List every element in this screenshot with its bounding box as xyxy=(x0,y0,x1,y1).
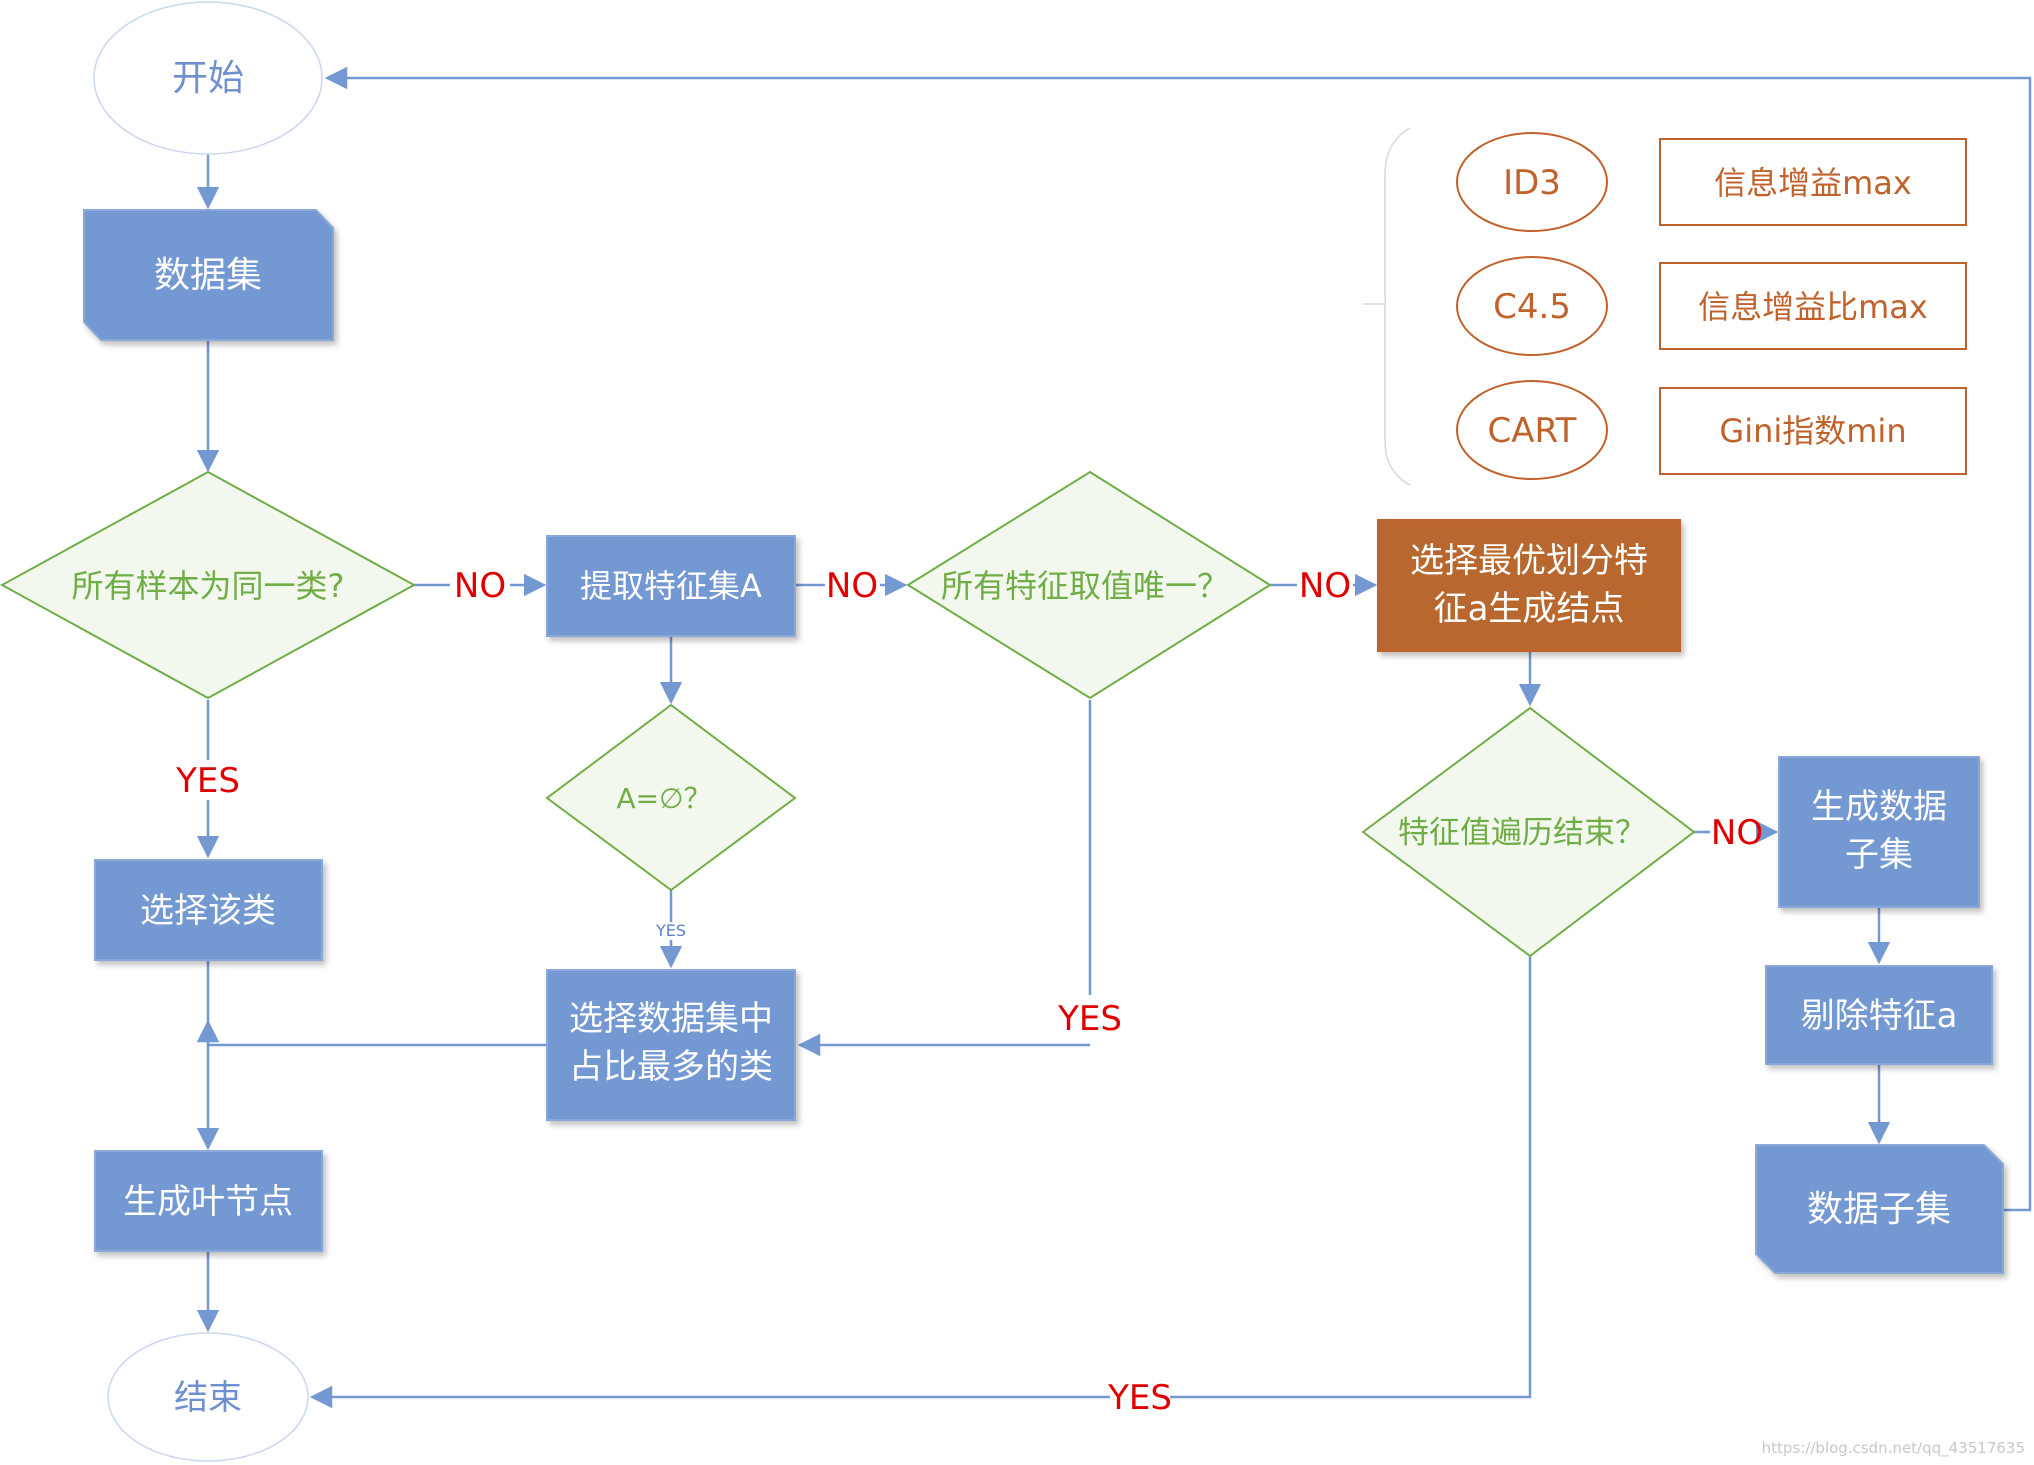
edge-datasubset-to-start xyxy=(324,66,2032,1212)
best-split-label-line1: 选择最优划分特 xyxy=(1410,541,1648,581)
edge-label-yes-a-empty: YES xyxy=(655,921,686,940)
gen-subset-label-line1: 生成数据 xyxy=(1811,787,1947,827)
gen-subset-node xyxy=(1778,756,1980,908)
edge-majority-to-leaf-junction xyxy=(196,1019,546,1047)
end-label: 结束 xyxy=(174,1378,242,1418)
gen-subset-label-line2: 子集 xyxy=(1845,835,1913,875)
edge-unique-to-majority xyxy=(800,700,1092,1045)
edge-labels: NO NO NO NO YES YES YES YES xyxy=(175,566,1763,1418)
select-majority-label-line2: 占比最多的类 xyxy=(569,1047,773,1087)
remove-feature-node xyxy=(1765,965,1993,1065)
edge-label-yes-same-class: YES xyxy=(175,761,240,801)
legend-criterion-box-3 xyxy=(1659,387,1967,475)
data-subset-label: 数据子集 xyxy=(1807,1189,1951,1230)
legend-algo-ellipse-3 xyxy=(1456,380,1608,480)
legend-criterion-1: 信息增益max xyxy=(1714,164,1912,202)
legend-algo-ellipse-2 xyxy=(1456,256,1608,356)
same-class-decision xyxy=(0,470,417,700)
select-majority-node xyxy=(546,969,796,1121)
select-class-label: 选择该类 xyxy=(140,891,276,931)
extract-features-label: 提取特征集A xyxy=(580,567,762,605)
algorithm-legend: ID3 信息增益max C4.5 信息增益比max CART Gini指数min xyxy=(1363,127,1967,486)
select-class-node xyxy=(94,859,323,961)
legend-criterion-box-1 xyxy=(1659,138,1967,226)
legend-algo-name-2: C4.5 xyxy=(1493,287,1571,327)
a-empty-label: A=∅？ xyxy=(616,782,711,815)
edge-label-no-2: NO xyxy=(826,566,878,606)
start-label: 开始 xyxy=(172,58,244,99)
legend-algo-name-3: CART xyxy=(1488,411,1577,451)
start-terminal xyxy=(93,1,323,155)
best-split-label-line2: 征a生成结点 xyxy=(1434,589,1625,629)
legend-brace xyxy=(1363,127,1411,486)
best-split-node xyxy=(1377,519,1681,652)
legend-criterion-2: 信息增益比max xyxy=(1698,288,1928,326)
legend-algo-ellipse-1 xyxy=(1456,132,1608,232)
gen-leaf-label: 生成叶节点 xyxy=(123,1182,293,1222)
edge-label-yes-feature-done: YES xyxy=(1107,1378,1172,1418)
same-class-label: 所有样本为同一类? xyxy=(72,567,345,605)
legend-criterion-box-2 xyxy=(1659,262,1967,350)
connectors xyxy=(196,66,2032,1397)
edge-featuredone-to-end xyxy=(312,955,1532,1397)
edge-label-no-4: NO xyxy=(1711,813,1763,853)
edge-label-no-1: NO xyxy=(454,566,506,606)
legend-algo-name-1: ID3 xyxy=(1503,163,1561,203)
end-terminal xyxy=(107,1332,309,1462)
dataset-node xyxy=(83,209,334,341)
feature-done-label: 特征值遍历结束？ xyxy=(1398,815,1646,851)
data-subset-node xyxy=(1755,1144,2004,1274)
edge-label-no-3: NO xyxy=(1299,566,1351,606)
remove-feature-label: 剔除特征a xyxy=(1801,996,1958,1036)
edge-label-yes-unique: YES xyxy=(1057,999,1122,1039)
all-features-unique-decision xyxy=(906,470,1272,700)
watermark: https://blog.csdn.net/qq_43517635 xyxy=(1762,1439,2025,1458)
dataset-label: 数据集 xyxy=(154,255,262,296)
gen-leaf-node xyxy=(94,1150,323,1252)
legend-criterion-3: Gini指数min xyxy=(1719,412,1906,450)
a-empty-decision xyxy=(545,703,797,892)
extract-features-node xyxy=(546,535,796,637)
feature-done-decision xyxy=(1361,706,1696,958)
all-features-unique-label: 所有特征取值唯一？ xyxy=(941,567,1229,605)
select-majority-label-line1: 选择数据集中 xyxy=(569,999,773,1039)
